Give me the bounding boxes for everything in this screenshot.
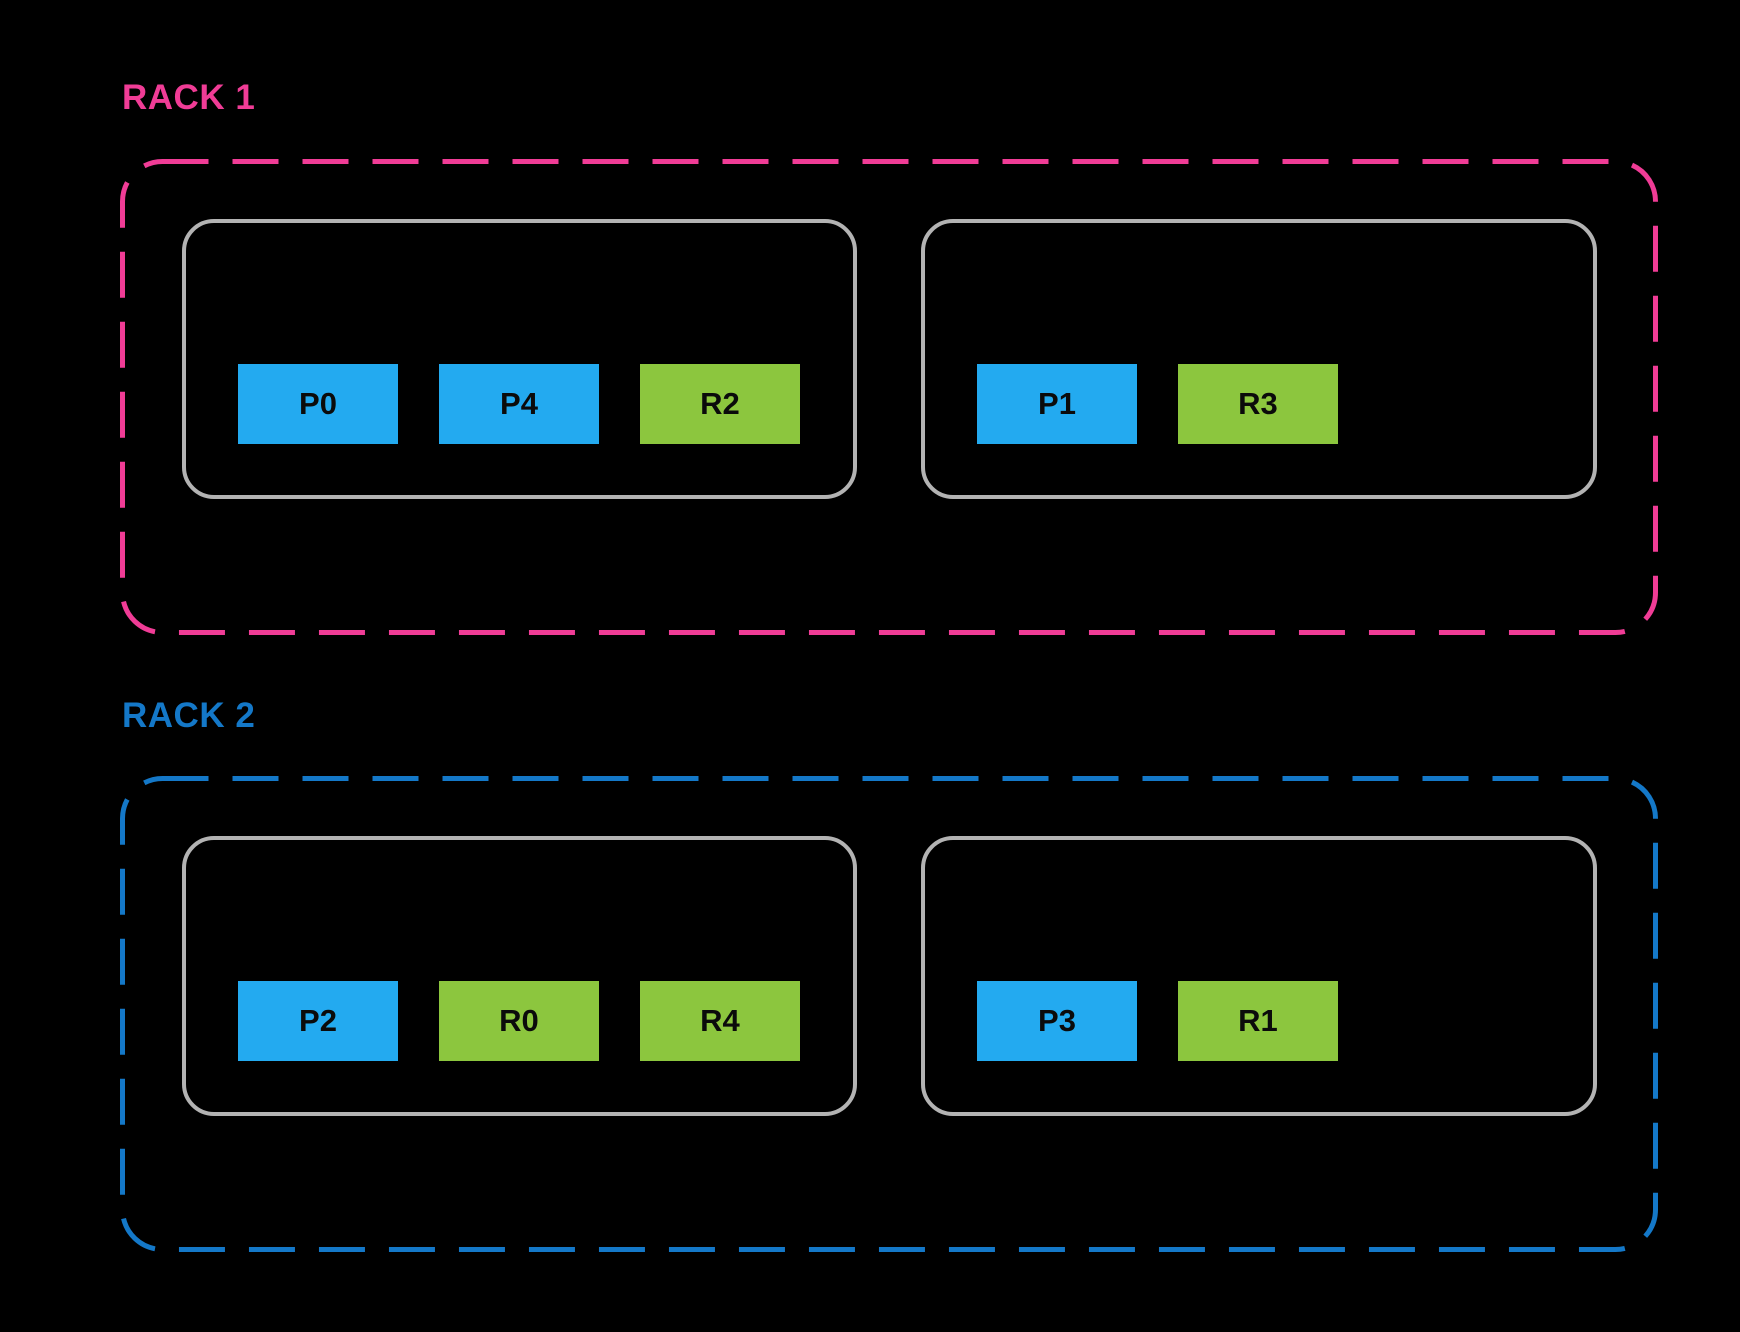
rack-1-node-2: P1 R3 — [921, 219, 1597, 499]
block-r4: R4 — [640, 981, 800, 1061]
block-p1: P1 — [977, 364, 1137, 444]
rack-2-group: P2 R0 R4 P3 R1 — [120, 776, 1658, 1252]
block-p0: P0 — [238, 364, 398, 444]
rack-2-label: RACK 2 — [122, 696, 256, 735]
rack-2-node-2: P3 R1 — [921, 836, 1597, 1116]
block-r1: R1 — [1178, 981, 1338, 1061]
rack-2-dashed-boundary — [120, 776, 1658, 1252]
block-r3: R3 — [1178, 364, 1338, 444]
rack-2-node-1: P2 R0 R4 — [182, 836, 857, 1116]
rack-1-group: P0 P4 R2 P1 R3 — [120, 159, 1658, 635]
rack-1-label: RACK 1 — [122, 78, 256, 117]
block-p3: P3 — [977, 981, 1137, 1061]
block-p2: P2 — [238, 981, 398, 1061]
rack-1-dashed-boundary — [120, 159, 1658, 635]
block-r2: R2 — [640, 364, 800, 444]
rack-1-node-1: P0 P4 R2 — [182, 219, 857, 499]
block-p4: P4 — [439, 364, 599, 444]
block-r0: R0 — [439, 981, 599, 1061]
